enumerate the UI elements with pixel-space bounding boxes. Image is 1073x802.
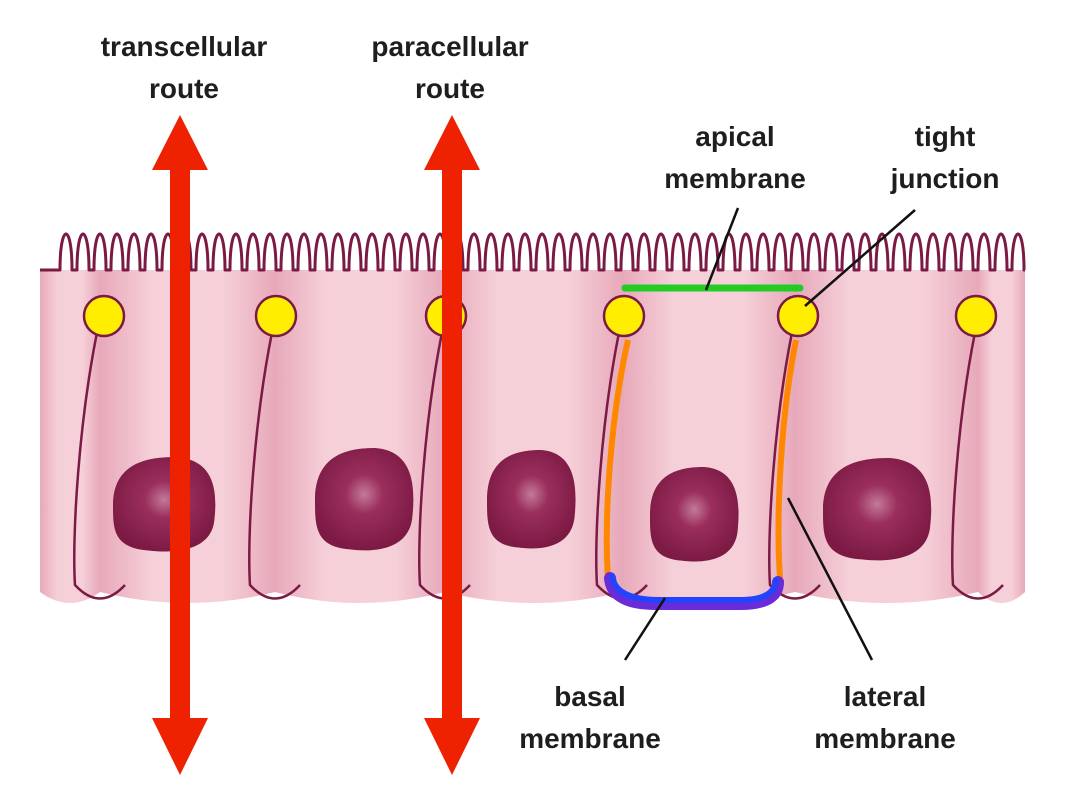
arrow-head-down — [424, 718, 480, 775]
lateral-boundary — [768, 317, 821, 600]
route-arrows — [152, 115, 480, 775]
tight-junction-dot — [776, 294, 820, 338]
lateral-label-line2: membrane — [814, 723, 956, 754]
nucleus — [113, 457, 216, 552]
cell-body — [40, 270, 100, 603]
tight-junction-dot — [82, 294, 126, 338]
arrow-head-up — [424, 115, 480, 170]
transcellular-label-line2: route — [149, 73, 219, 104]
lateral-boundary — [73, 317, 126, 600]
nucleus — [650, 467, 739, 562]
transcellular-label-line1: transcellular — [100, 31, 268, 62]
apical-label-line2: membrane — [664, 163, 806, 194]
tight-junction-label-line2: junction — [890, 163, 1000, 194]
transcellular-route-label: transcellular route — [84, 26, 284, 110]
lateral-label-line1: lateral — [843, 681, 927, 712]
paracellular-label-line2: route — [415, 73, 485, 104]
lateral-membrane-label: lateral membrane — [790, 676, 980, 760]
paracellular-route-label: paracellular route — [350, 26, 550, 110]
basal-leader-line — [623, 597, 667, 661]
apical-membrane-label: apical membrane — [640, 116, 830, 200]
tight-junction-leader-line — [804, 209, 916, 307]
tight-junction-dot — [954, 294, 998, 338]
nucleus — [315, 448, 414, 551]
arrow-head-down — [152, 718, 208, 775]
transcellular-route-arrow — [152, 115, 208, 775]
microvilli — [40, 232, 1026, 272]
apical-leader-line — [704, 207, 740, 291]
lateral-leader-line — [786, 497, 874, 661]
cell-body — [978, 270, 1025, 603]
lateral-boundary — [951, 317, 1004, 600]
lateral-membrane-highlight-right — [775, 339, 799, 579]
arrow-shaft — [170, 160, 190, 730]
apical-label-line1: apical — [695, 121, 775, 152]
tight-junction-label-line1: tight — [914, 121, 976, 152]
nucleus — [487, 450, 576, 549]
basal-label-line1: basal — [554, 681, 626, 712]
microvilli-outline — [40, 232, 1026, 272]
lateral-membrane-highlight-left — [603, 339, 631, 579]
basal-label-line2: membrane — [519, 723, 661, 754]
arrow-head-up — [152, 115, 208, 170]
arrow-shaft — [442, 160, 462, 730]
basal-membrane-highlight — [609, 573, 779, 603]
nucleus — [823, 458, 932, 561]
tight-junction-dot — [602, 294, 646, 338]
paracellular-route-arrow — [424, 115, 480, 775]
paracellular-label-line1: paracellular — [371, 31, 529, 62]
tight-junction-dot — [254, 294, 298, 338]
lateral-boundary — [248, 317, 301, 600]
tight-junction-label: tight junction — [870, 116, 1020, 200]
basal-membrane-label: basal membrane — [495, 676, 685, 760]
leader-lines — [623, 207, 916, 661]
